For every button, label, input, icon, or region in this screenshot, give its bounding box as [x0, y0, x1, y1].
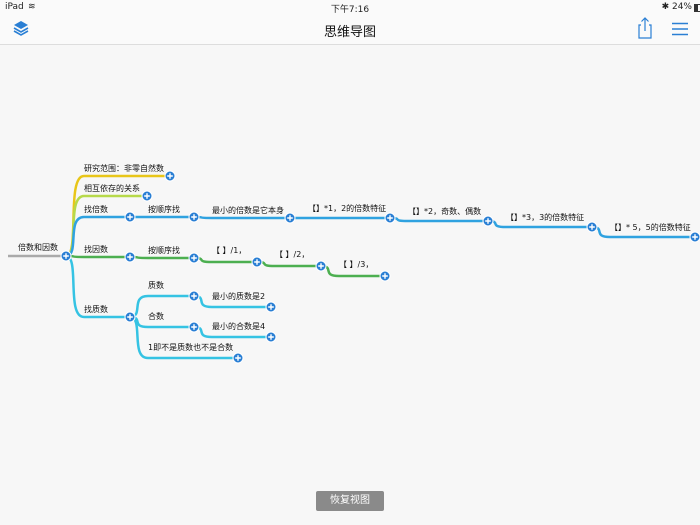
connector-line — [193, 256, 257, 264]
connector-line — [65, 254, 130, 259]
node-label[interactable]: 找倍数 — [84, 205, 108, 214]
expand-node-icon[interactable] — [188, 211, 200, 223]
layers-icon[interactable] — [13, 20, 29, 36]
expand-node-icon[interactable] — [379, 270, 391, 282]
node-label[interactable]: 最小的合数是4 — [212, 322, 266, 331]
expand-node-icon[interactable] — [265, 301, 277, 313]
connector-line — [193, 215, 290, 220]
expand-node-icon[interactable] — [689, 231, 700, 243]
node-label[interactable]: 倍数和因数 — [18, 243, 58, 252]
menu-icon[interactable] — [672, 22, 688, 36]
battery-percent: 24% — [671, 2, 692, 12]
wifi-icon: ≋ — [28, 2, 36, 12]
navigation-bar: 思维导图 — [0, 14, 700, 45]
node-label[interactable]: 按顺序找 — [148, 246, 180, 255]
expand-node-icon[interactable] — [384, 212, 396, 224]
node-label[interactable]: 【 】/3， — [339, 260, 374, 269]
node-label[interactable]: 【】* 5，5的倍数特征 — [610, 223, 691, 232]
expand-node-icon[interactable] — [124, 311, 136, 323]
node-label[interactable]: 找因数 — [84, 245, 108, 254]
connector-line — [129, 255, 194, 260]
page-title: 思维导图 — [323, 25, 376, 40]
expand-node-icon[interactable] — [265, 331, 277, 343]
share-icon[interactable] — [638, 17, 652, 39]
battery-icon — [694, 4, 700, 12]
battery-status: ✱ 24% — [661, 2, 700, 12]
node-label[interactable]: 【】*3，3的倍数特征 — [506, 213, 585, 222]
expand-node-icon[interactable] — [586, 221, 598, 233]
expand-node-icon[interactable] — [124, 251, 136, 263]
expand-node-icon[interactable] — [284, 212, 296, 224]
expand-node-icon[interactable] — [164, 170, 176, 182]
mindmap-canvas[interactable]: 倍数和因数 研究范围：非零自然数相互依存的关系找倍数找因数找质数 按顺序找 最小的倍数… — [0, 45, 700, 525]
node-label[interactable]: 按顺序找 — [148, 205, 180, 214]
expand-node-icon[interactable] — [251, 256, 263, 268]
node-label[interactable]: 【】*1，2的倍数特征 — [308, 204, 387, 213]
restore-view-button[interactable]: 恢复视图 — [316, 491, 384, 511]
expand-node-icon[interactable] — [141, 190, 153, 202]
connector-line — [256, 260, 321, 268]
expand-node-icon[interactable] — [232, 352, 244, 364]
status-bar: iPad ≋ 下午7:16 ✱ 24% — [0, 0, 700, 15]
node-label[interactable]: 相互依存的关系 — [84, 184, 140, 193]
node-label[interactable]: 1即不是质数也不是合数 — [148, 343, 234, 352]
expand-node-icon[interactable] — [188, 252, 200, 264]
expand-node-icon[interactable] — [60, 250, 72, 262]
expand-node-icon[interactable] — [188, 321, 200, 333]
node-label[interactable]: 最小的质数是2 — [212, 292, 266, 301]
clock: 下午7:16 — [330, 5, 370, 15]
node-label[interactable]: 研究范围：非零自然数 — [84, 164, 164, 173]
expand-node-icon[interactable] — [482, 215, 494, 227]
expand-node-icon[interactable] — [124, 211, 136, 223]
node-label[interactable]: 质数 — [148, 281, 164, 290]
node-label[interactable]: 【 】/1， — [212, 246, 247, 255]
expand-node-icon[interactable] — [188, 290, 200, 302]
node-label[interactable]: 【 】/2， — [275, 250, 310, 259]
node-label[interactable]: 找质数 — [84, 305, 108, 314]
node-label[interactable]: 最小的倍数是它本身 — [212, 206, 284, 215]
expand-node-icon[interactable] — [315, 260, 327, 272]
connector-line — [389, 216, 488, 223]
node-label[interactable]: 合数 — [148, 312, 164, 321]
node-label[interactable]: 【】*2，奇数、偶数 — [408, 207, 482, 216]
mindmap-connections — [8, 170, 700, 364]
bluetooth-icon: ✱ — [661, 2, 670, 12]
device-name: iPad — [5, 2, 24, 12]
